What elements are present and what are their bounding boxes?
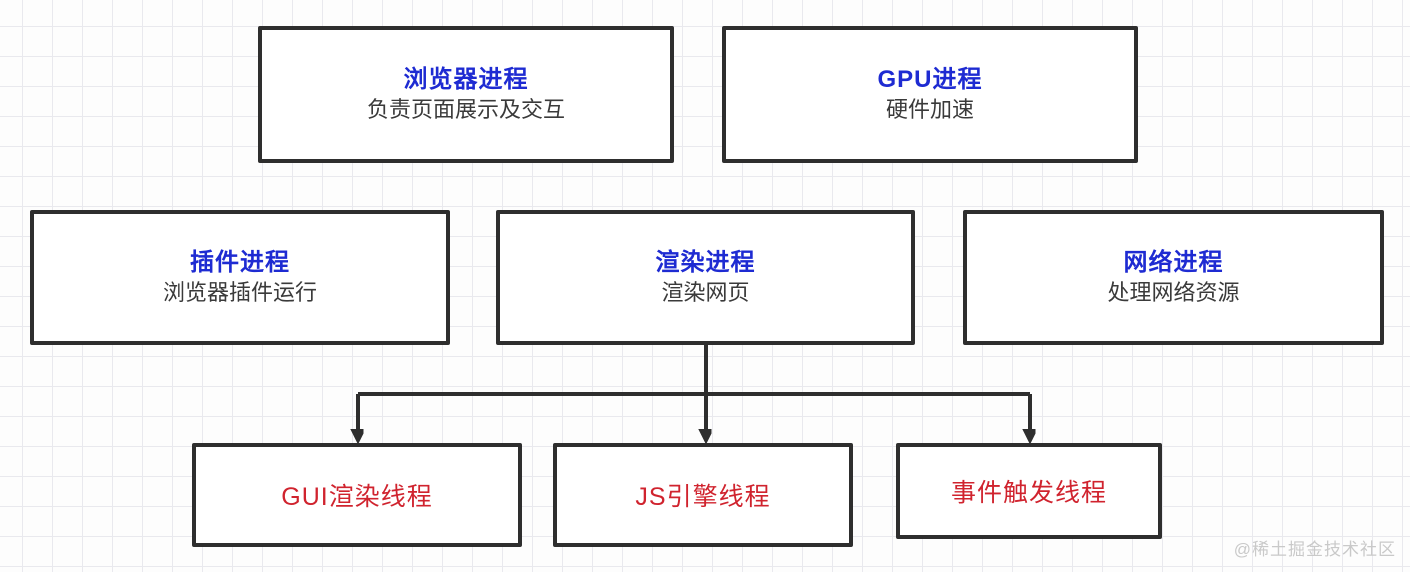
node-gpu-process-subtitle: 硬件加速 [885,96,974,122]
node-event-trigger-thread: 事件触发线程 [896,443,1162,539]
node-browser-process-subtitle: 负责页面展示及交互 [366,96,565,122]
node-js-engine-thread-label: JS引擎线程 [635,483,771,511]
node-js-engine-thread: JS引擎线程 [553,443,853,547]
node-renderer-process-title: 渲染进程 [655,248,756,276]
node-network-process-subtitle: 处理网络资源 [1107,279,1240,305]
node-renderer-process: 渲染进程 渲染网页 [496,210,915,345]
node-gpu-process: GPU进程 硬件加速 [722,26,1138,163]
node-browser-process: 浏览器进程 负责页面展示及交互 [258,26,674,163]
node-event-trigger-thread-label: 事件触发线程 [950,479,1107,507]
node-renderer-process-subtitle: 渲染网页 [661,279,750,305]
node-gui-render-thread: GUI渲染线程 [192,443,522,547]
node-browser-process-title: 浏览器进程 [403,65,529,93]
node-network-process: 网络进程 处理网络资源 [963,210,1384,345]
node-plugin-process-subtitle: 浏览器插件运行 [162,279,317,305]
node-plugin-process-title: 插件进程 [190,248,290,276]
node-plugin-process: 插件进程 浏览器插件运行 [30,210,450,345]
node-gpu-process-title: GPU进程 [877,65,983,93]
watermark: @稀土掘金技术社区 [1233,540,1396,559]
node-network-process-title: 网络进程 [1123,248,1224,276]
node-gui-render-thread-label: GUI渲染线程 [281,483,433,511]
